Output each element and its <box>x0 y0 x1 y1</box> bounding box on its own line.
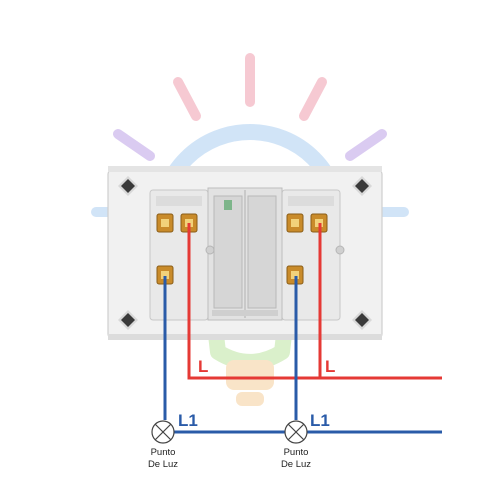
label-phase-right: L <box>325 357 335 376</box>
terminal <box>286 213 304 233</box>
label-phase-left: L <box>198 357 208 376</box>
mounting-hole <box>352 176 372 196</box>
mounting-hole <box>352 310 372 330</box>
double-switch-plate <box>107 166 383 340</box>
lamp-symbol-icon <box>151 420 175 444</box>
mounting-hole <box>118 176 138 196</box>
lamp-label-line1: Punto <box>284 447 309 458</box>
lamp-symbol-icon <box>284 420 308 444</box>
terminal <box>286 265 304 285</box>
lamp-label-line2: De Luz <box>281 459 311 470</box>
wire-phase-left <box>187 223 442 380</box>
lamp-label-line1: Punto <box>151 447 176 458</box>
mounting-hole <box>118 310 138 330</box>
lamp-label-line2: De Luz <box>148 459 178 470</box>
terminal <box>156 213 174 233</box>
label-return-left: L1 <box>178 411 198 430</box>
label-return-right: L1 <box>310 411 330 430</box>
